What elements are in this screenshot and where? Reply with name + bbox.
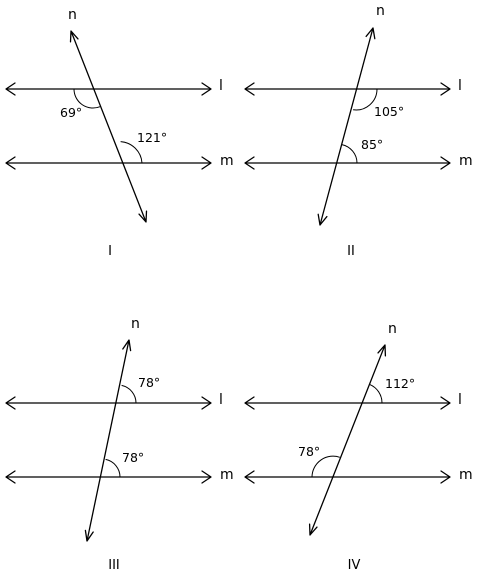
panel-2-caption: II <box>347 244 355 259</box>
panel-4: n l m 112° 78° IV <box>244 321 473 573</box>
panel-4-line-n <box>309 344 386 536</box>
panel-1-angle-bottom-value: 121° <box>137 130 167 145</box>
panel-3-caption: III <box>108 558 120 573</box>
panel-2-line-n-bottom-arrow <box>317 213 328 226</box>
panel-4-label-m: m <box>459 467 473 483</box>
panel-3-angle-bottom-value: 78° <box>122 450 144 465</box>
panel-4-angle-top-arc <box>369 383 383 404</box>
panel-4-line-n-bottom-arrow <box>308 523 318 536</box>
panel-1-angle-top-arc <box>73 88 101 109</box>
panel-1-line-n <box>70 30 147 223</box>
panel-2-label-n: n <box>376 3 385 19</box>
panel-2-line-n-top-arrow <box>365 27 376 40</box>
panel-2-angle-bottom-value: 85° <box>361 137 383 152</box>
panel-1: n l m 69° 121° I <box>5 7 234 259</box>
panel-4-caption: IV <box>348 558 361 573</box>
panel-1-line-l-right-arrow <box>201 82 212 96</box>
panel-3-line-n-top-arrow <box>122 339 132 352</box>
panel-4-line-m-left-arrow <box>244 470 255 484</box>
panel-2-label-l: l <box>458 78 462 94</box>
panel-2-angle-bottom-arc <box>341 144 358 164</box>
panel-4-line-l-right-arrow <box>440 396 451 410</box>
panel-3-line-n <box>86 339 130 542</box>
panel-3-label-l: l <box>219 392 223 408</box>
panel-2-line-m-left-arrow <box>244 156 255 170</box>
panel-4-angle-top-value: 112° <box>385 376 415 391</box>
panel-1-label-m: m <box>220 153 234 169</box>
panel-1-line-m-right-arrow <box>201 156 212 170</box>
panel-1-angle-top-value: 69° <box>60 105 82 120</box>
panel-1-caption: I <box>108 244 112 259</box>
panel-3-label-m: m <box>220 467 234 483</box>
panel-2-line-n <box>319 27 374 226</box>
panel-3-line-m-right-arrow <box>201 470 212 484</box>
panel-3-angle-top-value: 78° <box>138 375 160 390</box>
panel-3: n l m 78° 78° III <box>5 316 234 573</box>
panel-3-angle-bottom-arc <box>105 458 121 478</box>
panel-4-line-m-right-arrow <box>440 470 451 484</box>
panel-1-line-l-left-arrow <box>5 82 16 96</box>
panel-4-line-l-left-arrow <box>244 396 255 410</box>
panel-1-angle-bottom-arc <box>120 141 143 164</box>
panel-3-label-n: n <box>131 316 140 332</box>
panel-2-line-l-right-arrow <box>440 82 451 96</box>
panel-3-line-l-right-arrow <box>201 396 212 410</box>
panel-2: n l m 105° 85° II <box>244 3 473 259</box>
panel-3-line-n-bottom-arrow <box>84 529 94 542</box>
panel-3-angle-top-arc <box>121 384 137 404</box>
panel-2-line-m-right-arrow <box>440 156 451 170</box>
panel-1-label-n: n <box>68 7 77 23</box>
panel-4-angle-bottom-arc <box>311 455 340 478</box>
panel-2-angle-top-arc <box>353 88 378 111</box>
panel-4-line-n-top-arrow <box>377 344 387 357</box>
panel-4-label-l: l <box>458 392 462 408</box>
panel-1-line-n-top-arrow <box>69 30 79 43</box>
panel-2-line-l-left-arrow <box>244 82 255 96</box>
panel-4-label-n: n <box>388 321 397 337</box>
panel-1-line-m-left-arrow <box>5 156 16 170</box>
panel-1-line-n-bottom-arrow <box>138 210 148 223</box>
panel-3-line-m-left-arrow <box>5 470 16 484</box>
panel-1-label-l: l <box>219 78 223 94</box>
panel-3-line-l-left-arrow <box>5 396 16 410</box>
panel-4-angle-bottom-value: 78° <box>298 444 320 459</box>
panel-2-label-m: m <box>459 153 473 169</box>
panel-2-angle-top-value: 105° <box>374 104 404 119</box>
